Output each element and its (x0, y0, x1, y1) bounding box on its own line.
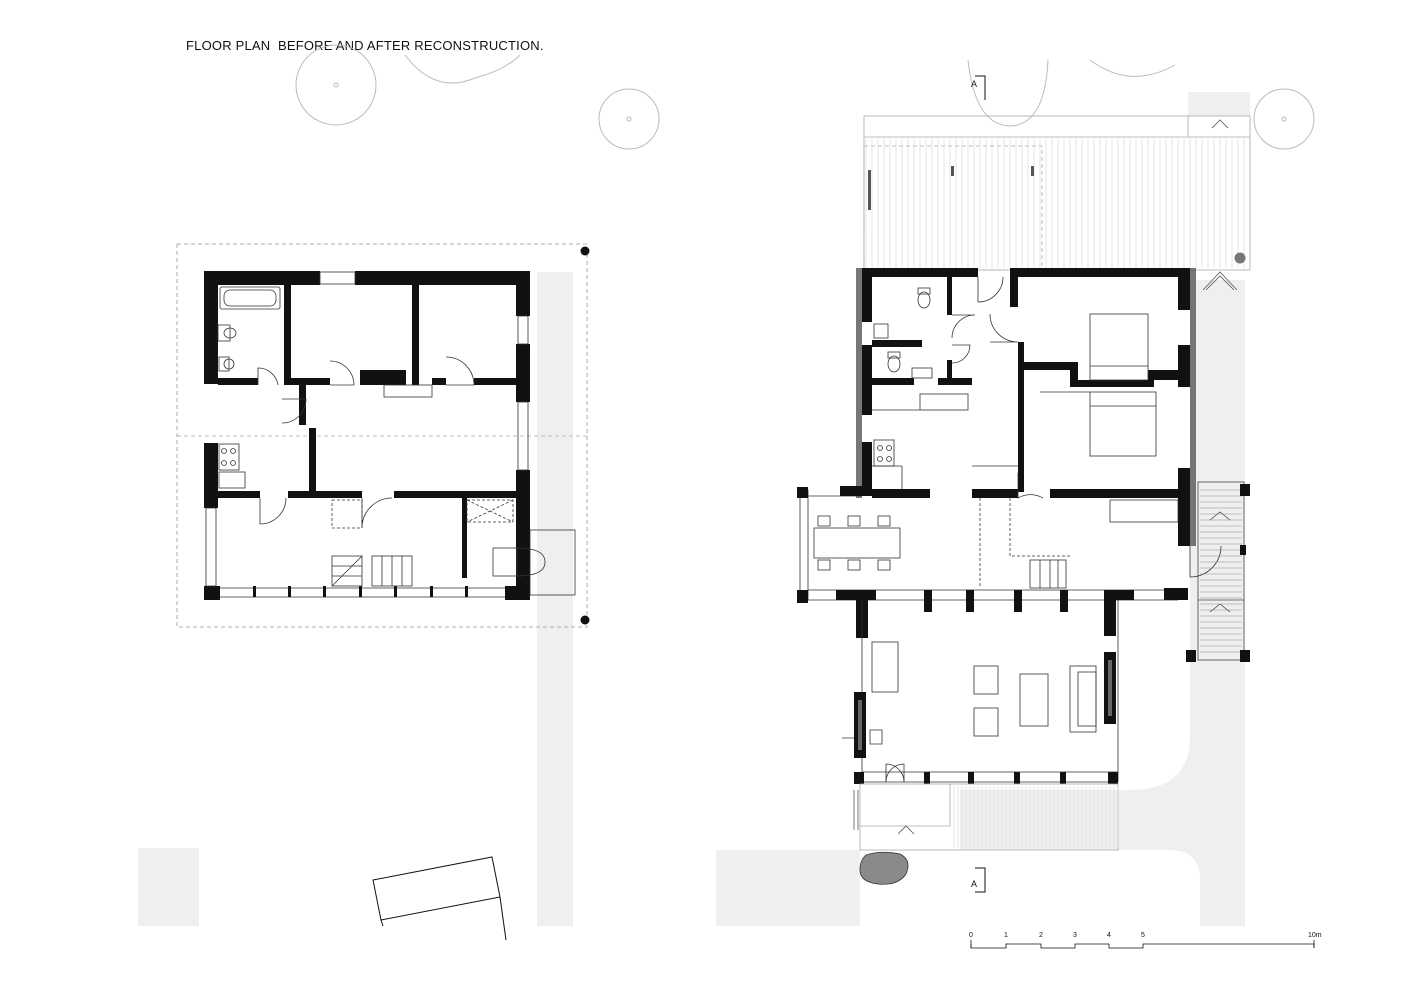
scale-label-3: 3 (1073, 932, 1077, 939)
section-label-top: A (971, 79, 977, 89)
scale-label-4: 4 (1107, 932, 1111, 939)
dining-porch (799, 489, 1178, 601)
scale-label-0: 0 (969, 932, 973, 939)
scale-label-5: 5 (1141, 932, 1145, 939)
living-pavilion (842, 600, 1119, 783)
scale-label-2: 2 (1039, 932, 1043, 939)
plan-before (176, 243, 590, 628)
walls-before (204, 271, 530, 600)
walls-after (862, 268, 1190, 546)
east-stair (1197, 481, 1245, 661)
deck-boards (865, 138, 1245, 268)
section-marker-bottom: A (971, 867, 986, 893)
section-marker-top: A (971, 75, 986, 100)
scale-label-1: 1 (1004, 932, 1008, 939)
plan-after (797, 115, 1251, 885)
shed (372, 856, 507, 941)
north-deck (863, 115, 1251, 271)
section-label-bottom: A (971, 879, 977, 889)
garden-rock (859, 851, 909, 885)
ground-areas (138, 92, 1250, 926)
trees (295, 44, 1315, 150)
roof-outline (176, 243, 588, 628)
scale-bar: 0 1 2 3 4 5 10m (969, 932, 1322, 949)
south-deck (853, 783, 1119, 851)
drawing-title: FLOOR PLAN BEFORE AND AFTER RECONSTRUCTI… (186, 38, 544, 53)
scale-label-10m: 10m (1308, 932, 1322, 939)
